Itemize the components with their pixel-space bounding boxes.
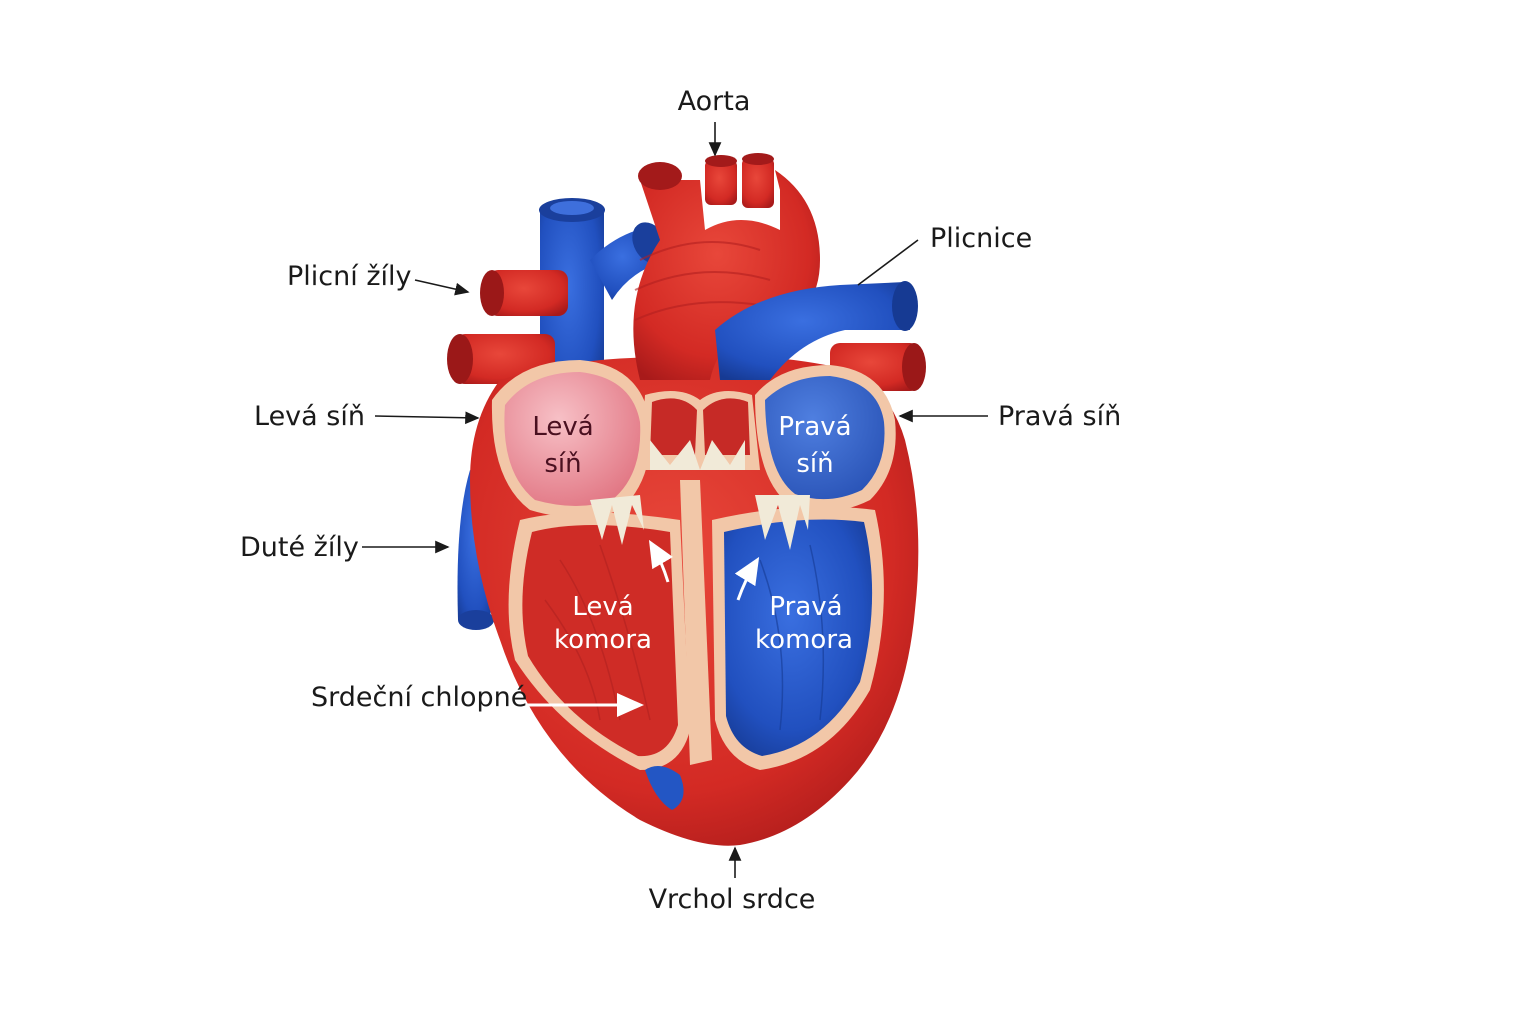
- left-atrium-label: Levá síň: [254, 401, 365, 432]
- pulmonary-artery-label: Plicnice: [930, 223, 1032, 254]
- right-atrium-text: Pravá: [778, 412, 851, 442]
- pulmonary-veins-leader: [414, 279, 470, 296]
- aorta-label: Aorta: [678, 86, 751, 117]
- vena-cava-label: Duté žíly: [240, 532, 359, 563]
- right-atrium-chamber: [755, 365, 896, 512]
- right-ventricle-text-2: komora: [755, 625, 853, 655]
- flow-arrow-left: [648, 539, 673, 583]
- pulmonary-artery-vessel: [715, 281, 918, 380]
- apex-vessel: [645, 766, 684, 810]
- left-atrium-chamber: [491, 360, 651, 518]
- right-atrium-label: Pravá síň: [998, 401, 1121, 432]
- left-ventricle-text: Levá: [572, 592, 633, 622]
- right-atrium-text-2: síň: [796, 449, 833, 479]
- pulmonary-artery-leader: [857, 239, 919, 286]
- septum: [680, 480, 712, 765]
- left-ventricle-text-2: komora: [554, 625, 652, 655]
- av-valves: [590, 495, 810, 550]
- heart-valves-label: Srdeční chlopné: [311, 682, 527, 713]
- apex-label: Vrchol srdce: [649, 884, 816, 915]
- left-atrium-leader: [374, 411, 480, 425]
- left-atrium-text-2: síň: [544, 449, 581, 479]
- flow-arrow-right: [734, 556, 760, 601]
- aorta-vessel: [633, 153, 820, 380]
- left-atrium-text: Levá: [532, 412, 593, 442]
- right-ventricle-text: Pravá: [769, 592, 842, 622]
- semilunar-valves: [640, 391, 760, 470]
- pulmonary-veins-label: Plicní žíly: [287, 261, 412, 292]
